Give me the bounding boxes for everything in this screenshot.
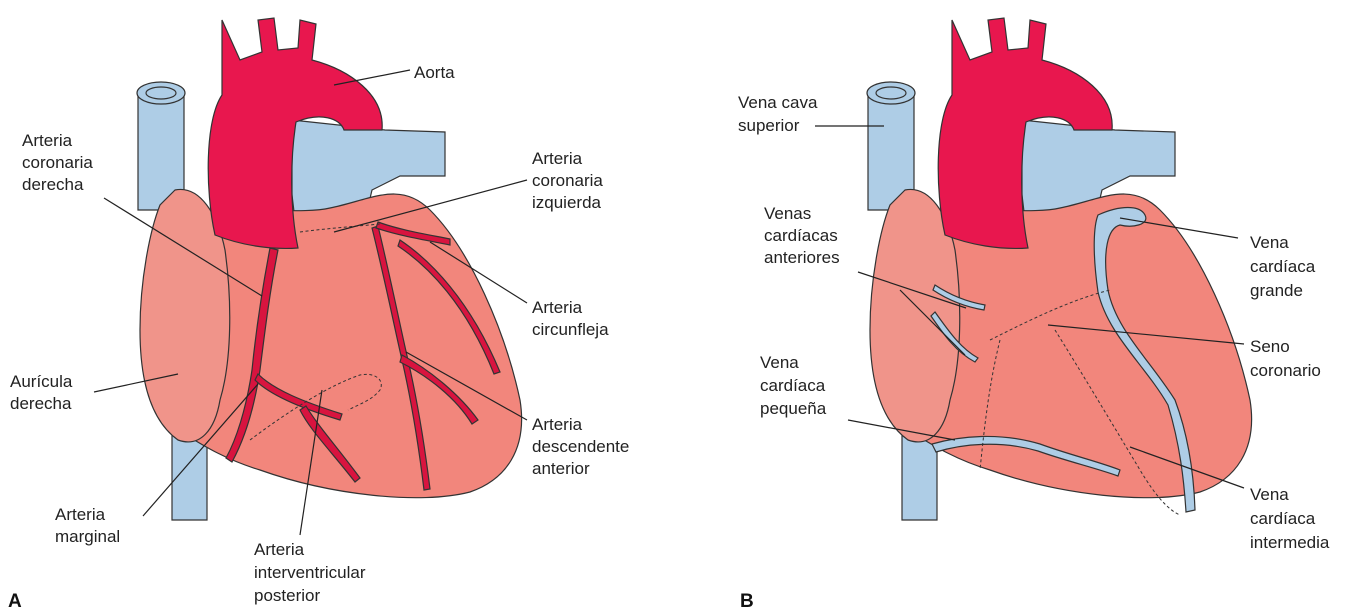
label-sinus-line-1: Seno xyxy=(1250,337,1290,356)
label-superior-vena-cava: Vena cava superior xyxy=(738,93,884,135)
label-great-vein-line-3: grande xyxy=(1250,281,1303,300)
label-great-vein-line-2: cardíaca xyxy=(1250,257,1316,276)
label-posterior-line-1: Arteria xyxy=(254,540,305,559)
label-lad-line-2: descendente xyxy=(532,437,629,456)
label-marginal-line-2: marginal xyxy=(55,527,120,546)
panel-b-letter: B xyxy=(740,591,754,612)
label-circumflex-line-1: Arteria xyxy=(532,298,583,317)
vena-cava-lumen xyxy=(146,87,176,99)
label-aorta-line-1: Aorta xyxy=(414,63,455,82)
label-lad-line-1: Arteria xyxy=(532,415,583,434)
label-svc-line-1: Vena cava xyxy=(738,93,818,112)
panel-a-letter: A xyxy=(8,591,22,612)
label-rca-line-2: coronaria xyxy=(22,153,93,172)
label-right-atrium-line-1: Aurícula xyxy=(10,372,73,391)
label-circumflex-line-2: circunfleja xyxy=(532,320,609,339)
label-posterior-line-2: interventricular xyxy=(254,563,366,582)
label-small-vein-line-1: Vena xyxy=(760,353,799,372)
label-sinus-line-2: coronario xyxy=(1250,361,1321,380)
label-lad-line-3: anterior xyxy=(532,459,590,478)
label-marginal-line-1: Arteria xyxy=(55,505,106,524)
panel-b-veins: Vena cava superior Venas cardíacas anter… xyxy=(738,18,1330,612)
vena-cava-lumen-b xyxy=(876,87,906,99)
label-lca-line-2: coronaria xyxy=(532,171,603,190)
label-small-vein-line-2: cardíaca xyxy=(760,376,826,395)
label-rca-line-1: Arteria xyxy=(22,131,73,150)
label-svc-line-2: superior xyxy=(738,116,800,135)
label-anterior-veins-line-1: Venas xyxy=(764,204,811,223)
panel-a-arteries: Aorta Arteria coronaria derecha Arteria … xyxy=(8,18,629,612)
label-small-vein-line-3: pequeña xyxy=(760,399,827,418)
label-middle-vein-line-2: cardíaca xyxy=(1250,509,1316,528)
label-middle-vein-line-3: intermedia xyxy=(1250,533,1330,552)
label-anterior-veins-line-3: anteriores xyxy=(764,248,840,267)
label-rca-line-3: derecha xyxy=(22,175,84,194)
label-lca-line-3: izquierda xyxy=(532,193,602,212)
label-great-vein-line-1: Vena xyxy=(1250,233,1289,252)
label-aorta: Aorta xyxy=(334,63,455,85)
label-anterior-veins-line-2: cardíacas xyxy=(764,226,838,245)
label-posterior-line-3: posterior xyxy=(254,586,320,605)
label-right-atrium-line-2: derecha xyxy=(10,394,72,413)
label-middle-vein-line-1: Vena xyxy=(1250,485,1289,504)
label-lca-line-1: Arteria xyxy=(532,149,583,168)
